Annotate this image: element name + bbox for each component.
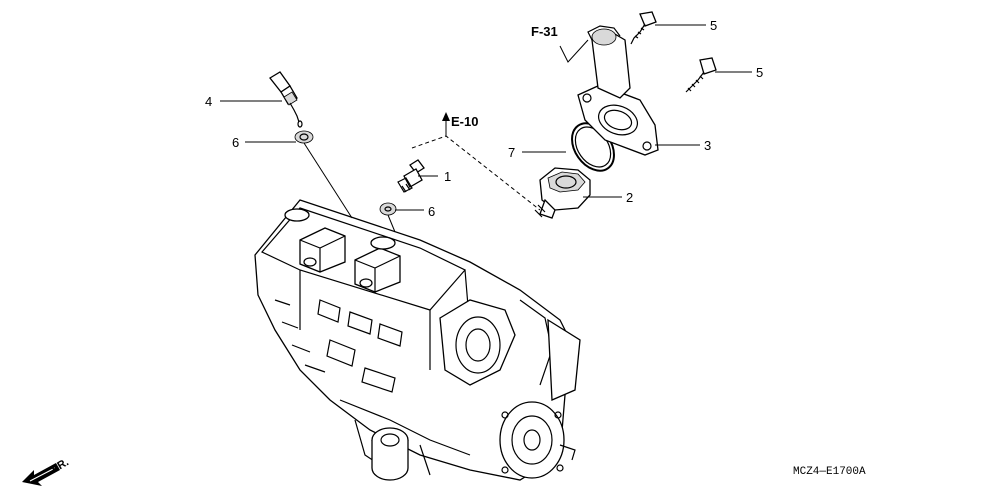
callout-1: 1 (444, 169, 451, 184)
front-direction-label: FR. (50, 456, 71, 475)
reference-f31: F-31 (531, 24, 558, 39)
callout-6-upper: 6 (232, 135, 239, 150)
callout-6-lower: 6 (428, 204, 435, 219)
callout-2: 2 (626, 190, 633, 205)
part-5-bolt-lower (685, 57, 717, 93)
reference-e10: E-10 (451, 114, 478, 129)
part-6-washer-upper (294, 130, 314, 144)
callout-5-lower: 5 (756, 65, 763, 80)
part-6-washer-lower (379, 202, 397, 216)
callout-4: 4 (205, 94, 212, 109)
diagram-code: MCZ4—E1700A (793, 466, 866, 478)
part-5-bolt-upper (630, 11, 657, 45)
part-4-temperature-sensor (269, 71, 303, 128)
part-3-thermostat-housing (577, 25, 659, 156)
part-2-thermostat (534, 167, 591, 219)
callout-7: 7 (508, 145, 515, 160)
engine-block (254, 199, 581, 481)
callout-5-upper: 5 (710, 18, 717, 33)
leader-lines (220, 24, 752, 233)
callouts: 4 6 1 6 7 2 3 5 5 (205, 18, 763, 219)
front-direction-arrow-icon (22, 463, 60, 486)
callout-3: 3 (704, 138, 711, 153)
part-1-sensor (397, 159, 425, 193)
